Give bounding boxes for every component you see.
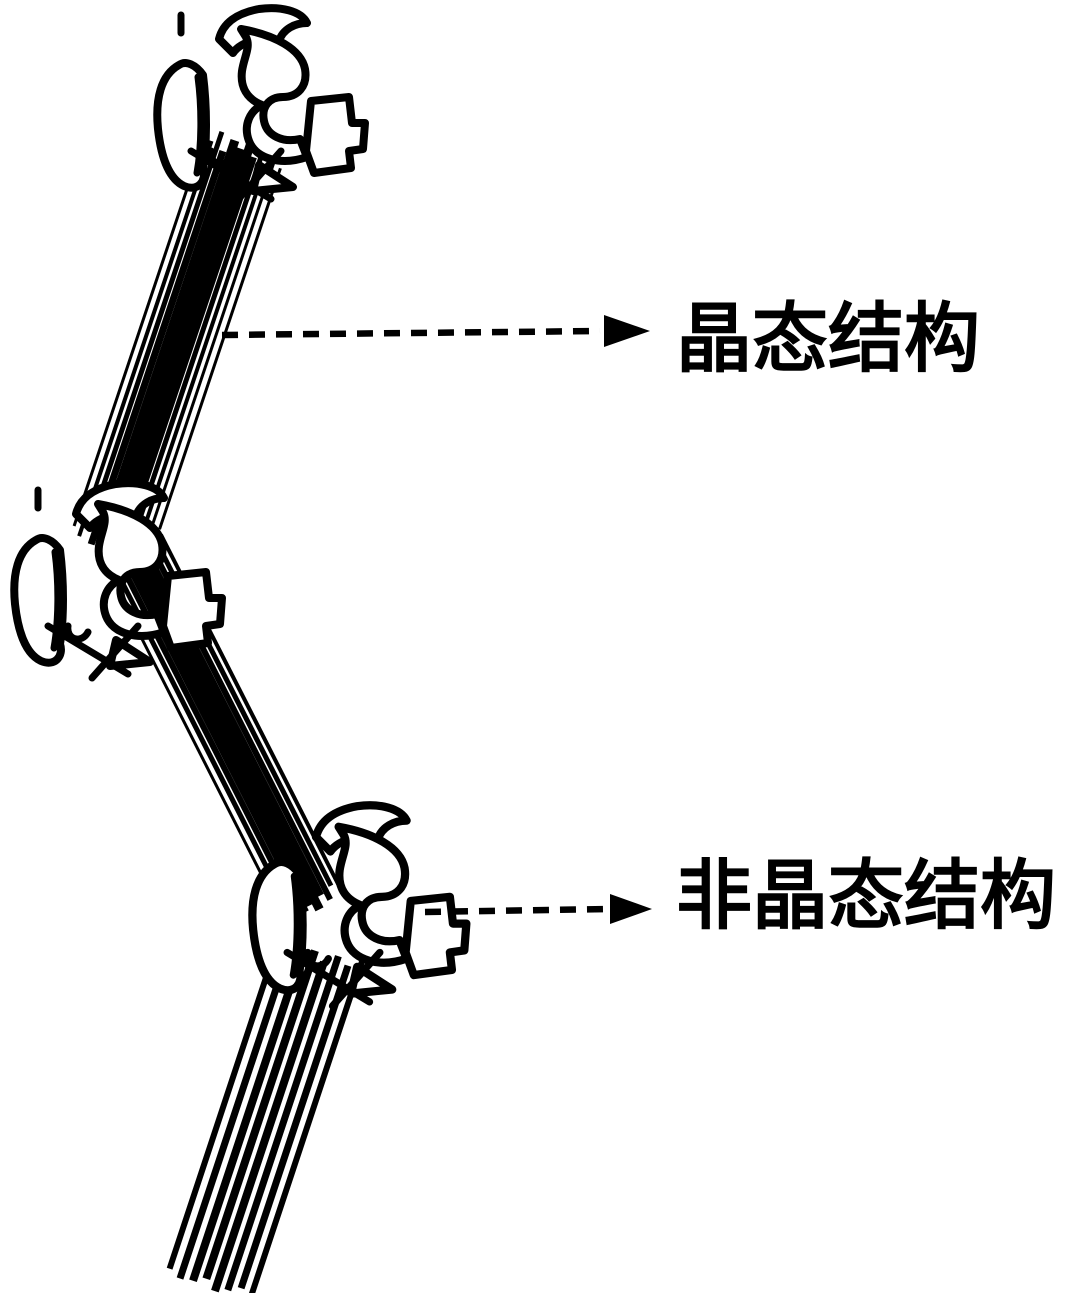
chain-line: [97, 138, 240, 541]
chain-line: [158, 167, 282, 530]
crystalline-structure-label: 晶态结构: [676, 294, 980, 383]
chain-line: [248, 959, 366, 1293]
chain-line: [176, 937, 296, 1280]
chain-line: [189, 951, 306, 1282]
chain-line: [131, 151, 266, 537]
chain-line: [77, 140, 214, 537]
crystalline-bundle-top: [72, 131, 282, 556]
chain-line: [237, 964, 352, 1290]
crystalline-bundle-middle: [106, 533, 343, 922]
crystalline-bundle-bottom: [166, 937, 366, 1293]
chain-line: [129, 539, 324, 912]
amorphous-arrow-line: [424, 905, 609, 916]
chain-line: [120, 156, 257, 546]
amorphous-structure-label: 非晶态结构: [676, 851, 1056, 940]
chain-line: [87, 149, 227, 546]
chain-line: [147, 152, 279, 535]
amorphous-region-middle: [14, 483, 222, 678]
chain-line: [224, 955, 342, 1292]
chain-line: [88, 131, 225, 524]
chain-line: [211, 960, 328, 1293]
arrowhead-right-icon: [604, 315, 650, 347]
arrowhead-right-icon: [610, 894, 652, 924]
chain-line: [72, 151, 201, 527]
amorphous-region-top: [157, 8, 365, 203]
chain-line: [106, 147, 246, 536]
chain-line: [166, 939, 282, 1270]
crystalline-arrow: [221, 315, 650, 347]
amorphous-arrow: [424, 894, 652, 924]
chain-line: [202, 949, 319, 1281]
crystalline-arrow-line: [221, 327, 601, 339]
